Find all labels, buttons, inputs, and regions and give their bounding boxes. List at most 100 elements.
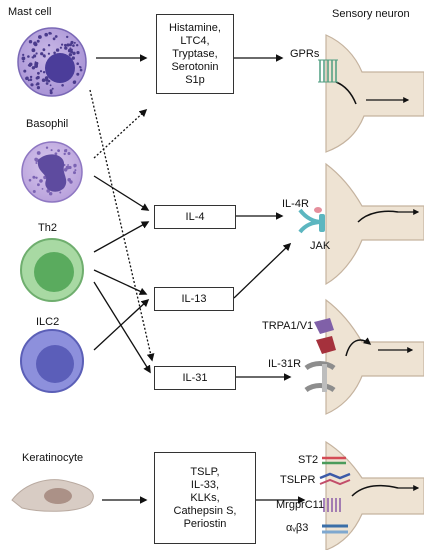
sensory-neuron-3 bbox=[325, 298, 424, 415]
mrgprc11-receptor bbox=[323, 498, 341, 512]
granule bbox=[69, 43, 72, 47]
th2-label: Th2 bbox=[38, 222, 57, 234]
granule bbox=[31, 48, 36, 53]
mediator-ltc4: LTC4, bbox=[180, 34, 210, 47]
tslpr-label: TSLPR bbox=[280, 474, 316, 486]
arrow-th2-to-il13 bbox=[93, 269, 148, 295]
granule bbox=[47, 44, 51, 47]
th2-cell bbox=[20, 238, 84, 302]
granule bbox=[52, 37, 56, 41]
granule bbox=[25, 77, 29, 80]
granule bbox=[45, 82, 49, 85]
granule bbox=[44, 32, 48, 37]
keratinocyte-label: Keratinocyte bbox=[22, 452, 84, 464]
avb3-receptor bbox=[322, 524, 348, 534]
jak-label: JAK bbox=[310, 240, 331, 252]
il4r-receptor bbox=[298, 207, 325, 234]
granule bbox=[42, 48, 46, 52]
granule bbox=[76, 51, 80, 55]
arrow-ilc2-to-il13 bbox=[93, 298, 150, 351]
granule bbox=[22, 53, 25, 57]
granule bbox=[39, 70, 43, 73]
granule bbox=[36, 75, 40, 80]
basophil-label: Basophil bbox=[26, 118, 69, 130]
granule bbox=[69, 47, 72, 50]
granule bbox=[72, 44, 75, 47]
granule bbox=[35, 158, 39, 163]
il13-label: IL-13 bbox=[181, 292, 207, 305]
granule bbox=[61, 43, 64, 46]
granule bbox=[70, 48, 73, 51]
granule bbox=[76, 44, 79, 47]
arrows bbox=[89, 54, 306, 504]
granule bbox=[40, 52, 44, 56]
granule bbox=[49, 84, 52, 87]
granule bbox=[55, 48, 60, 52]
granule bbox=[73, 41, 76, 44]
gprs-receptor bbox=[318, 59, 338, 83]
keratinocyte-factors-box: TSLP, IL-33, KLKs, Cathepsin S, Periosti… bbox=[154, 452, 256, 544]
granule bbox=[32, 190, 36, 193]
granule bbox=[44, 76, 49, 80]
granule bbox=[23, 69, 27, 73]
mast-cell-label: Mast cell bbox=[8, 6, 52, 18]
granule bbox=[66, 43, 70, 47]
granule bbox=[29, 75, 33, 79]
granule bbox=[61, 84, 64, 87]
granule bbox=[71, 56, 76, 60]
granule bbox=[30, 83, 34, 87]
sensory-neuron-label: Sensory neuron bbox=[332, 8, 410, 20]
arrow-basophil-to-mediators bbox=[93, 108, 148, 159]
granule bbox=[64, 46, 68, 50]
granule bbox=[49, 192, 53, 196]
granule bbox=[79, 65, 81, 68]
granule bbox=[36, 151, 41, 155]
granule bbox=[53, 51, 56, 55]
ilc2-label: ILC2 bbox=[36, 316, 60, 328]
granule bbox=[42, 71, 46, 74]
granule bbox=[74, 169, 77, 172]
avb3-label: αᵥβ3 bbox=[286, 522, 309, 534]
granule bbox=[41, 78, 46, 82]
granule bbox=[36, 62, 39, 65]
granule bbox=[72, 80, 77, 85]
granule bbox=[33, 54, 37, 58]
granule bbox=[69, 180, 73, 184]
granule bbox=[59, 191, 62, 194]
factor-klks: KLKs, bbox=[190, 491, 220, 504]
granule bbox=[35, 52, 38, 55]
granule bbox=[66, 35, 69, 39]
granule bbox=[27, 79, 30, 82]
granule bbox=[37, 183, 40, 187]
granule bbox=[67, 152, 71, 155]
trpa1-label: TRPA1/V1 bbox=[262, 320, 314, 332]
granule bbox=[29, 78, 33, 81]
granule bbox=[49, 89, 53, 93]
mediator-serotonin: Serotonin bbox=[171, 60, 219, 73]
mast-cell bbox=[17, 27, 87, 97]
mediator-s1p: S1p bbox=[185, 73, 205, 86]
granule bbox=[28, 40, 33, 44]
sensory-neuron-2 bbox=[325, 162, 424, 286]
granule bbox=[48, 31, 52, 35]
il4r-label: IL-4R bbox=[282, 198, 309, 210]
granule bbox=[65, 165, 70, 170]
factor-tslp: TSLP, bbox=[190, 465, 220, 478]
mediator-histamine: Histamine, bbox=[169, 21, 221, 34]
granule bbox=[72, 51, 76, 55]
granule bbox=[27, 55, 30, 58]
granule bbox=[31, 56, 34, 59]
granule bbox=[51, 87, 54, 90]
granule bbox=[33, 41, 37, 46]
granule bbox=[54, 35, 58, 38]
granule bbox=[28, 178, 32, 182]
basophil-cell bbox=[21, 141, 83, 203]
sensory-neuron-4 bbox=[325, 440, 424, 551]
granule bbox=[45, 146, 49, 149]
mrgprc11-label: MrgprC11 bbox=[276, 499, 325, 511]
keratinocyte-cell bbox=[11, 479, 94, 512]
il31r-label: IL-31R bbox=[268, 358, 302, 370]
il31r-receptor bbox=[304, 361, 336, 393]
granule bbox=[76, 62, 79, 65]
